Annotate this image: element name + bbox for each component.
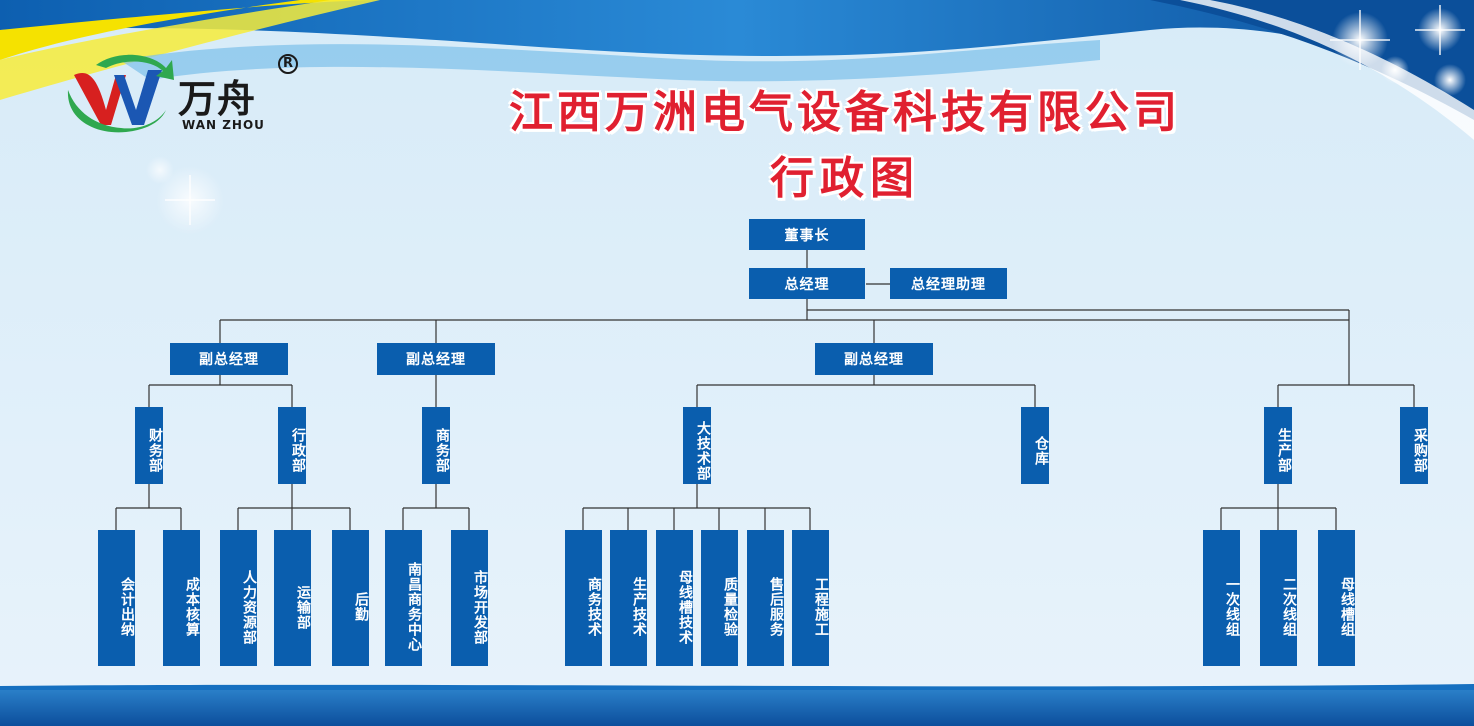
node-group-busbar: 母线槽组 [1318,530,1355,666]
node-logistics: 后勤 [332,530,369,666]
node-transport: 运输部 [274,530,311,666]
footer-band [0,690,1474,726]
node-finance-dept: 财务部 [135,407,163,484]
node-accounting: 会计出纳 [98,530,135,666]
node-chairman: 董事长 [749,219,865,250]
node-vp-1: 副总经理 [170,343,288,375]
logo-mark-icon [67,54,174,133]
node-market-dev: 市场开发部 [451,530,488,666]
node-after-sales: 售后服务 [747,530,784,666]
node-admin-dept: 行政部 [278,407,306,484]
registered-mark: R [278,54,298,74]
chart-subtitle: 行政图 [770,153,920,204]
node-prod-tech: 生产技术 [610,530,647,666]
company-title: 江西万洲电气设备科技有限公司 [509,87,1181,138]
node-costing: 成本核算 [163,530,200,666]
node-business-dept: 商务部 [422,407,450,484]
node-warehouse: 仓库 [1021,407,1049,484]
node-general-manager: 总经理 [749,268,865,299]
node-hr: 人力资源部 [220,530,257,666]
node-group-primary: 一次线组 [1203,530,1240,666]
node-production-dept: 生产部 [1264,407,1292,484]
node-quality: 质量检验 [701,530,738,666]
node-nanchang-center: 南昌商务中心 [385,530,422,666]
node-tech-dept: 大技术部 [683,407,711,484]
node-group-secondary: 二次线组 [1260,530,1297,666]
node-vp-3: 副总经理 [815,343,933,375]
company-logo: 万舟 WAN ZHOU R [66,50,306,140]
logo-name-cn: 万舟 [178,77,257,121]
node-engineering: 工程施工 [792,530,829,666]
node-vp-2: 副总经理 [377,343,495,375]
node-purchasing-dept: 采购部 [1400,407,1428,484]
node-busbar-tech: 母线槽技术 [656,530,693,666]
logo-name-en: WAN ZHOU [182,118,265,132]
node-biz-tech: 商务技术 [565,530,602,666]
node-gm-assistant: 总经理助理 [890,268,1007,299]
